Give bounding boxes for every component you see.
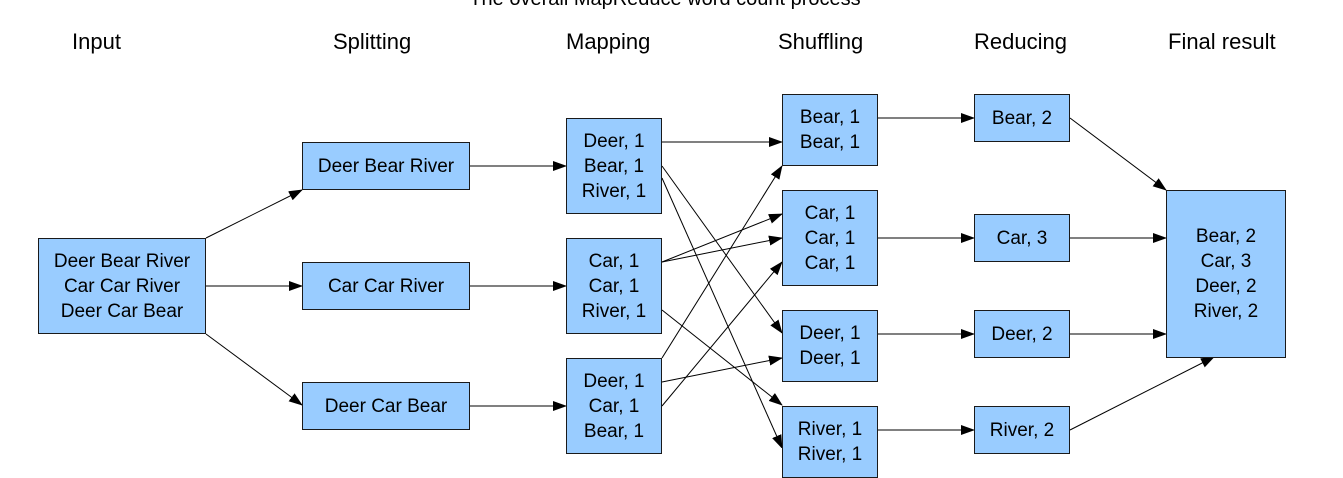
input-line: Deer Bear River bbox=[53, 250, 191, 272]
reduce-line: Bear, 2 bbox=[991, 107, 1053, 129]
shuffle-line: Car, 1 bbox=[804, 202, 856, 224]
final-line: Car, 3 bbox=[1200, 251, 1252, 272]
final-line: Deer, 2 bbox=[1195, 276, 1257, 297]
map-box-3: Deer, 1 Car, 1 Bear, 1 bbox=[566, 358, 662, 454]
arrow-map3-car-to-car bbox=[661, 261, 783, 407]
arrow-input-to-split-3 bbox=[205, 333, 303, 406]
split-line: Deer Bear River bbox=[317, 155, 455, 177]
shuffle-line: Bear, 1 bbox=[799, 132, 861, 153]
map-line: Car, 1 bbox=[588, 395, 640, 417]
shuffle-line: Deer, 1 bbox=[799, 323, 861, 344]
arrow-map2-car-to-car-b bbox=[661, 235, 783, 263]
final-line: Bear, 2 bbox=[1195, 226, 1257, 247]
header-input: Input bbox=[72, 29, 121, 54]
map-line: Car, 1 bbox=[588, 250, 640, 272]
shuffle-line: Deer, 1 bbox=[799, 348, 861, 369]
arrow-map1-river-to-river bbox=[661, 177, 783, 448]
arrows-layer bbox=[205, 113, 1215, 448]
map-line: Bear, 1 bbox=[583, 155, 645, 177]
map-line: River, 1 bbox=[581, 180, 647, 202]
diagram-title: The overall MapReduce word count process bbox=[0, 0, 1330, 11]
arrow-reduce-to-final-river bbox=[1069, 356, 1215, 431]
header-splitting: Splitting bbox=[333, 29, 412, 54]
input-line: Deer Car Bear bbox=[60, 300, 184, 322]
shuffle-line: Bear, 1 bbox=[799, 107, 861, 128]
map-line: Deer, 1 bbox=[583, 130, 645, 152]
shuffle-line: Car, 1 bbox=[804, 252, 856, 274]
reduce-box-bear: Bear, 2 bbox=[974, 94, 1070, 142]
shuffle-box-car: Car, 1 Car, 1 Car, 1 bbox=[782, 190, 878, 286]
shuffle-box-river: River, 1 River, 1 bbox=[782, 406, 878, 478]
arrow-reduce-to-final-bear bbox=[1069, 117, 1167, 191]
arrow-map3-bear-to-bear bbox=[661, 165, 783, 359]
arrow-map2-car-to-car-a bbox=[661, 213, 783, 263]
split-line: Deer Car Bear bbox=[324, 395, 448, 417]
reduce-box-car: Car, 3 bbox=[974, 214, 1070, 262]
reduce-box-deer: Deer, 2 bbox=[974, 310, 1070, 358]
reduce-box-river: River, 2 bbox=[974, 406, 1070, 454]
arrow-map3-deer-to-deer bbox=[661, 355, 783, 383]
reduce-line: Deer, 2 bbox=[991, 323, 1053, 345]
input-line: Car Car River bbox=[63, 275, 181, 297]
header-shuffling: Shuffling bbox=[778, 29, 864, 54]
final-line: River, 2 bbox=[1193, 301, 1259, 322]
input-box: Deer Bear River Car Car River Deer Car B… bbox=[38, 238, 206, 334]
shuffle-line: River, 1 bbox=[797, 444, 863, 465]
shuffle-box-bear: Bear, 1 Bear, 1 bbox=[782, 94, 878, 166]
shuffle-line: River, 1 bbox=[797, 419, 863, 440]
arrow-map2-river-to-river bbox=[661, 309, 783, 406]
map-box-2: Car, 1 Car, 1 River, 1 bbox=[566, 238, 662, 334]
reduce-line: River, 2 bbox=[989, 419, 1055, 441]
map-box-1: Deer, 1 Bear, 1 River, 1 bbox=[566, 118, 662, 214]
shuffle-box-deer: Deer, 1 Deer, 1 bbox=[782, 310, 878, 382]
map-line: Deer, 1 bbox=[583, 370, 645, 392]
map-line: Bear, 1 bbox=[583, 420, 645, 442]
reduce-line: Car, 3 bbox=[996, 227, 1048, 249]
split-box-1: Deer Bear River bbox=[302, 142, 470, 190]
split-line: Car Car River bbox=[327, 275, 445, 297]
split-box-3: Deer Car Bear bbox=[302, 382, 470, 430]
shuffle-line: Car, 1 bbox=[804, 227, 856, 249]
arrow-input-to-split-1 bbox=[205, 189, 303, 239]
header-mapping: Mapping bbox=[566, 29, 651, 54]
header-final-result: Final result bbox=[1168, 29, 1276, 54]
final-result-box: Bear, 2 Car, 3 Deer, 2 River, 2 bbox=[1166, 190, 1286, 358]
split-box-2: Car Car River bbox=[302, 262, 470, 310]
map-line: Car, 1 bbox=[588, 275, 640, 297]
map-line: River, 1 bbox=[581, 300, 647, 322]
header-reducing: Reducing bbox=[974, 29, 1067, 54]
